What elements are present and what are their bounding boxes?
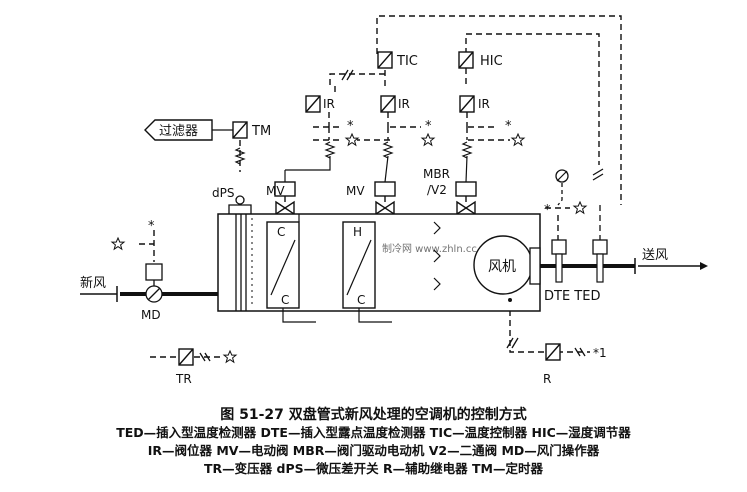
mv-valve-1: MV <box>266 181 296 215</box>
svg-text:H: H <box>353 225 362 239</box>
svg-text:制冷网 www.zhln.cc: 制冷网 www.zhln.cc <box>382 242 477 255</box>
legend-line-2: IR—阀位器 MV—电动阀 MBR—阀门驱动电动机 V2—二通阀 MD—风门操作… <box>147 443 600 458</box>
svg-text:DTE TED: DTE TED <box>544 289 600 304</box>
svg-text:TR: TR <box>175 372 192 386</box>
r-relay: R *1 <box>543 343 607 386</box>
svg-text:R: R <box>543 372 551 386</box>
svg-text:风机: 风机 <box>488 259 516 275</box>
tm-timer: TM <box>232 121 271 139</box>
ir-positioner-3: IR <box>459 95 490 113</box>
mv-valve-2: MV <box>346 181 396 215</box>
svg-text:*: * <box>425 119 432 134</box>
svg-text:*1: *1 <box>593 346 607 360</box>
svg-text:*: * <box>505 119 512 134</box>
ir-positioner-2: IR <box>380 95 410 113</box>
svg-text:*: * <box>347 119 354 134</box>
control-schematic: TIC HIC IR IR IR * * * * * 过滤器 TM <box>80 15 708 386</box>
svg-text:IR: IR <box>478 97 490 111</box>
svg-text:C: C <box>277 225 285 239</box>
svg-text:*: * <box>544 203 551 218</box>
figure-title: 图 51-27 双盘管式新风处理的空调机的控制方式 <box>220 407 527 423</box>
svg-text:MBR: MBR <box>423 167 450 181</box>
svg-text:MV: MV <box>266 184 285 198</box>
svg-text:/V2: /V2 <box>427 183 447 197</box>
humidity-sensor-icon <box>555 169 569 206</box>
heating-coil: H C <box>342 221 392 323</box>
svg-text:MV: MV <box>346 184 365 198</box>
svg-text:IR: IR <box>398 97 410 111</box>
svg-text:TIC: TIC <box>396 54 418 69</box>
svg-text:IR: IR <box>323 97 335 111</box>
ir-positioner-1: IR <box>305 95 335 113</box>
filter-box: 过滤器 <box>144 119 233 141</box>
md-damper-actuator: MD <box>141 263 163 322</box>
mbr-valve: MBR /V2 <box>423 167 477 215</box>
supply-fan: 风机 <box>473 235 541 302</box>
svg-text:*: * <box>148 219 155 234</box>
legend-line-1: TED—插入型温度检测器 DTE—插入型露点温度检测器 TIC—温度控制器 HI… <box>116 425 631 440</box>
tic-controller: TIC <box>377 51 418 69</box>
svg-text:C: C <box>281 293 289 307</box>
svg-text:新风: 新风 <box>80 275 106 291</box>
svg-text:HIC: HIC <box>480 54 503 69</box>
star-symbols: * * * * * <box>111 119 587 363</box>
humidifier-nozzles <box>433 221 441 291</box>
ted-sensor <box>592 205 608 283</box>
tr-transformer: TR <box>175 348 194 386</box>
svg-text:MD: MD <box>141 308 161 322</box>
fresh-air-inlet: 新风 <box>80 275 218 302</box>
svg-text:dPS: dPS <box>212 186 234 200</box>
svg-text:送风: 送风 <box>642 248 668 263</box>
svg-text:C: C <box>357 293 365 307</box>
svg-text:过滤器: 过滤器 <box>159 124 198 139</box>
control-wiring <box>139 15 622 358</box>
cooling-coil: C C <box>266 214 316 323</box>
dte-sensor <box>551 239 567 283</box>
supply-duct: 送风 <box>540 248 708 274</box>
svg-text:TM: TM <box>251 124 271 139</box>
hic-controller: HIC <box>458 51 503 69</box>
legend-line-3: TR—变压器 dPS—微压差开关 R—辅助继电器 TM—定时器 <box>204 461 543 476</box>
